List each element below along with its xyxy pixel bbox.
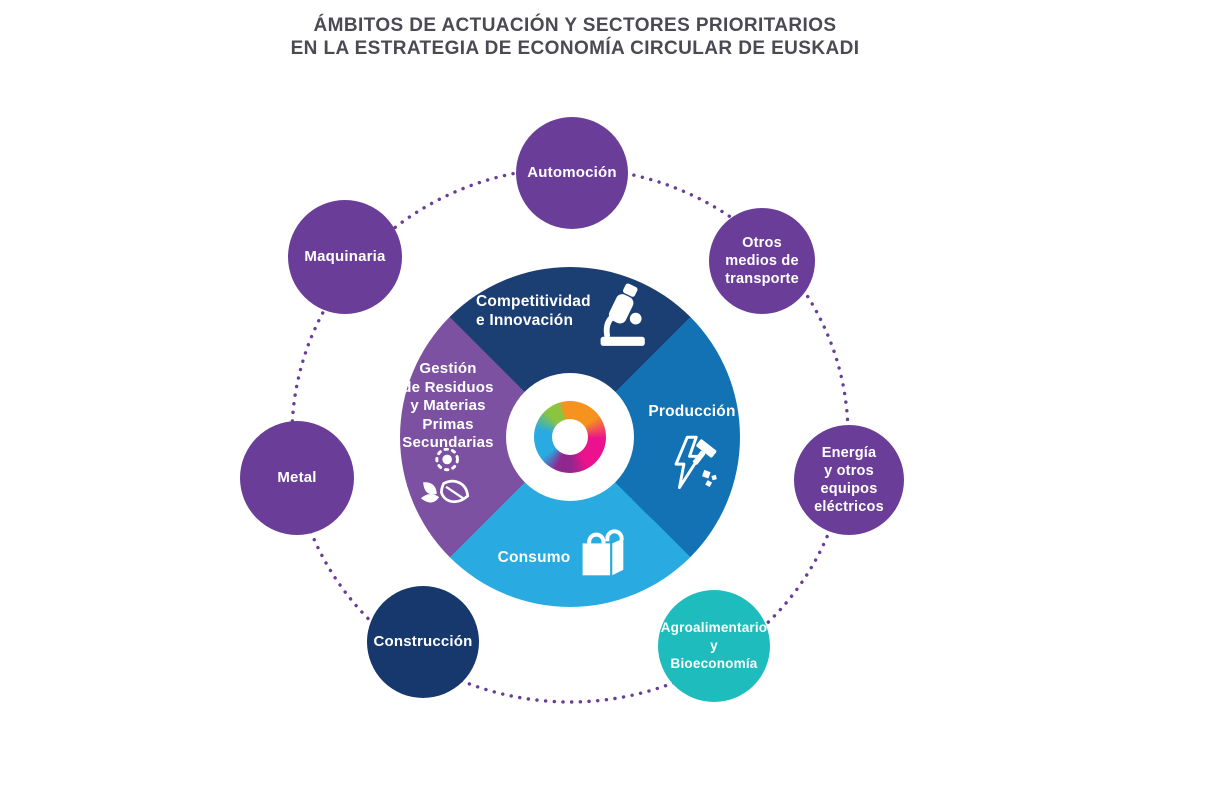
circular-economy-ring-logo <box>534 401 606 473</box>
sector-label: Metal <box>277 469 317 486</box>
sector-label: Energía y otros equipos eléctricos <box>814 445 884 515</box>
sector-circle-otros-medios-transporte: Otros medios de transporte <box>709 208 815 314</box>
circular-wheel: Competitividad e Innovación Producción <box>400 267 740 607</box>
page-title: ÁMBITOS DE ACTUACIÓN Y SECTORES PRIORITA… <box>0 14 1150 60</box>
sector-label: Agroalimentario y Bioeconomía <box>660 620 768 671</box>
segment-label-produccion: Producción <box>648 403 736 420</box>
sector-circle-maquinaria: Maquinaria <box>288 200 402 314</box>
sector-circle-automocion: Automoción <box>516 117 628 229</box>
sector-label: Construcción <box>373 633 473 650</box>
sector-circle-construccion: Construcción <box>367 586 479 698</box>
page-title-line1: ÁMBITOS DE ACTUACIÓN Y SECTORES PRIORITA… <box>313 15 837 36</box>
sector-label: Otros medios de transporte <box>725 235 799 287</box>
sector-circle-metal: Metal <box>240 421 354 535</box>
sun-leaf-icon <box>420 448 470 504</box>
microscope-icon <box>600 283 645 346</box>
segment-label-competitividad: Competitividad e Innovación <box>476 293 591 329</box>
segment-label-gestion: Gestión de Residuos y Materias Primas Se… <box>402 360 494 451</box>
sector-circle-energia-equipos-electricos: Energía y otros equipos eléctricos <box>794 425 904 535</box>
segment-label-consumo: Consumo <box>497 549 571 566</box>
sector-label: Automoción <box>527 164 617 181</box>
shopping-bag-icon <box>582 529 624 576</box>
sector-label: Maquinaria <box>304 248 386 265</box>
energy-production-icon <box>674 435 717 490</box>
page-title-line2: EN LA ESTRATEGIA DE ECONOMÍA CIRCULAR DE… <box>290 38 860 59</box>
sector-circle-agroalimentario-bioeconomia: Agroalimentario y Bioeconomía <box>658 590 770 702</box>
